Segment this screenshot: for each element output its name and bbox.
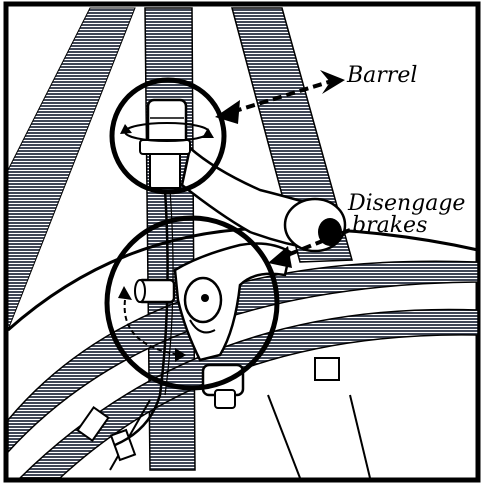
cable-anchor-end [135, 280, 145, 302]
barrel-lock-nut [140, 140, 190, 154]
barrel-label: Barrel [346, 63, 417, 88]
barrel-base [150, 154, 180, 188]
disengage-label-line2: brakes [352, 213, 427, 238]
brake-shoe-bolt [215, 390, 235, 408]
pivot-bolt [201, 294, 209, 302]
lower-clamp [315, 358, 339, 380]
